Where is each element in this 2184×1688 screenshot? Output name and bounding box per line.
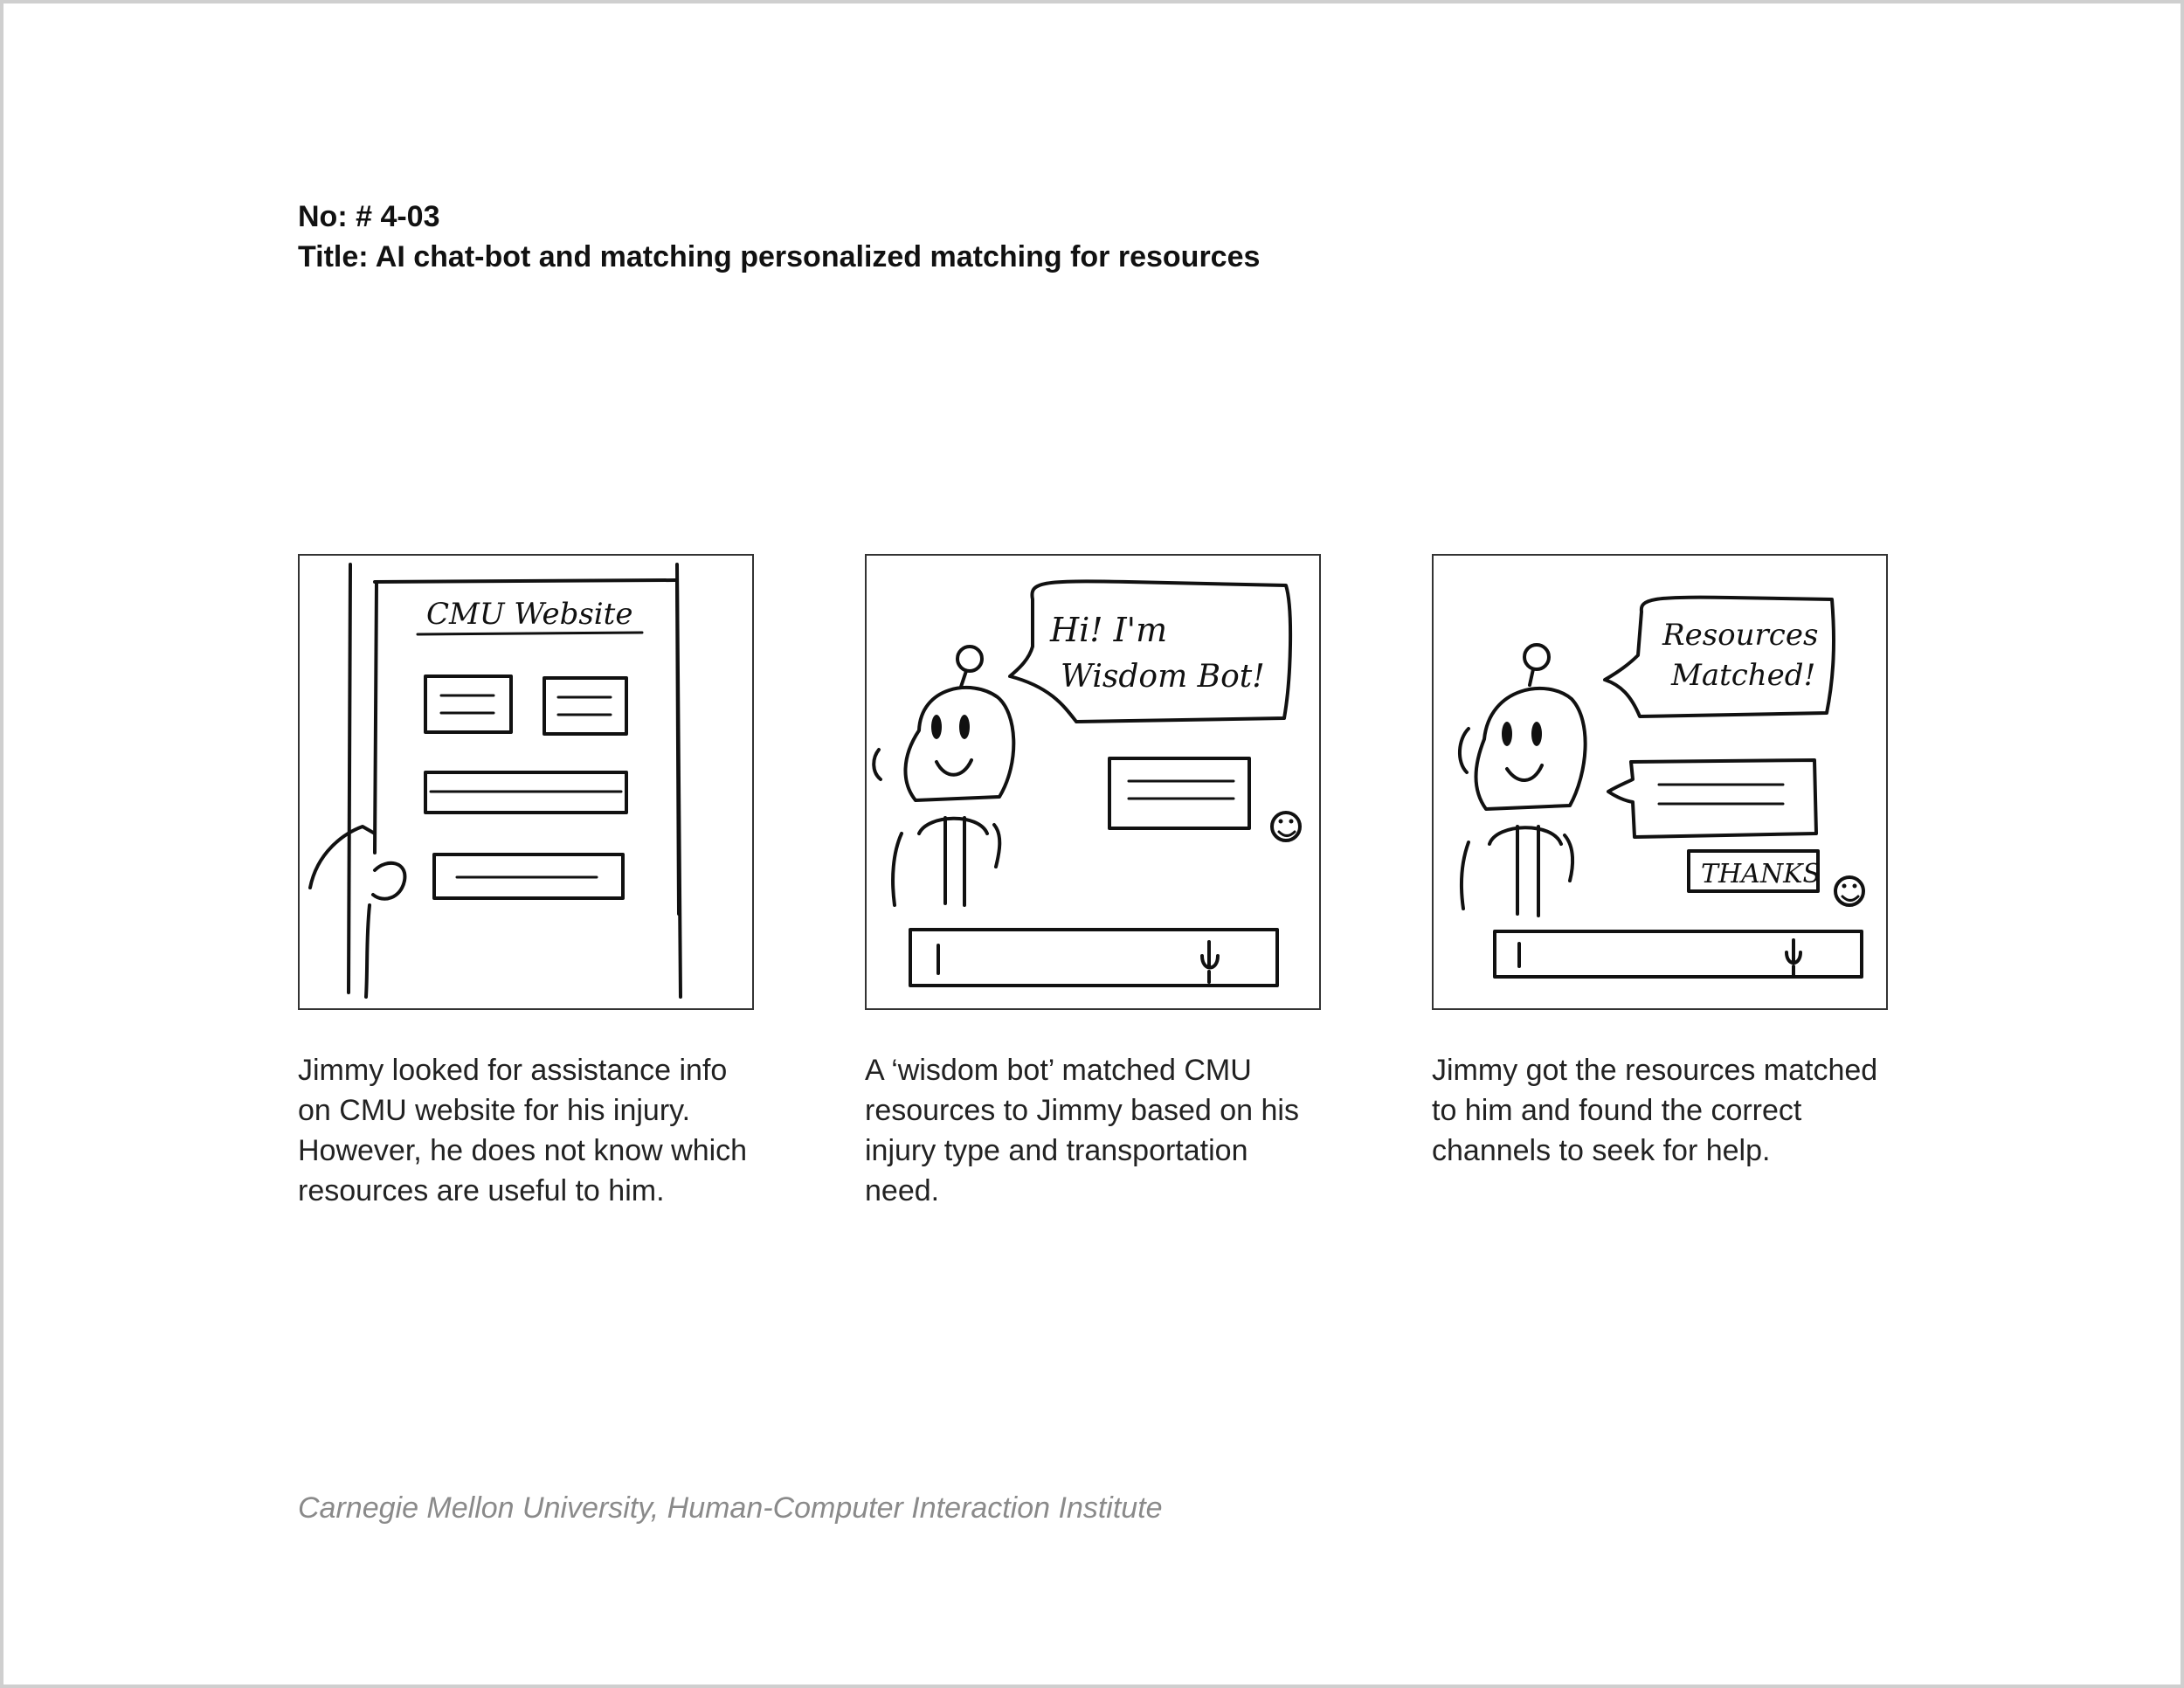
robot-smile bbox=[935, 758, 973, 777]
user-smiley bbox=[1834, 875, 1865, 907]
panel-3-caption: Jimmy got the resources matched to him a… bbox=[1432, 1054, 1878, 1167]
storyboard-number: No: # 4-03 bbox=[298, 200, 440, 233]
sketch-thanks-text: THANKS bbox=[1701, 859, 1821, 889]
content-box-left bbox=[424, 675, 513, 734]
robot-smile bbox=[1505, 764, 1544, 782]
speech-bubble bbox=[1603, 595, 1835, 718]
robot-eye-left bbox=[931, 715, 942, 739]
matched-resources-box bbox=[1607, 758, 1818, 839]
sketch-cmu-website: CMU Website bbox=[308, 563, 682, 999]
microphone-icon bbox=[1200, 940, 1220, 984]
robot-antenna bbox=[1523, 643, 1551, 671]
sketch-website-heading: CMU Website bbox=[426, 597, 632, 632]
sketch-bubble-line-1: Resources bbox=[1662, 618, 1818, 653]
chat-message-box bbox=[1108, 757, 1251, 830]
phone-right-edge bbox=[675, 563, 682, 999]
sketch-wisdom-bot-greeting: Hi! I'm Wisdom Bot! bbox=[872, 579, 1302, 987]
user-smiley bbox=[1270, 811, 1302, 842]
panel-2-caption: A ‘wisdom bot’ matched CMU resources to … bbox=[865, 1054, 1299, 1207]
sketch-resources-matched: Resources Matched! THANKS bbox=[1458, 595, 1865, 979]
sketch-greeting-line-1: Hi! I'm bbox=[1049, 611, 1167, 649]
thanks-reply-box bbox=[1687, 849, 1820, 893]
storyboard-panel-2: Hi! I'm Wisdom Bot! bbox=[865, 554, 1321, 1010]
storyboard-panel-1: CMU Website bbox=[298, 554, 754, 1010]
robot-eye-right bbox=[959, 715, 970, 739]
speech-bubble bbox=[1008, 579, 1293, 723]
sketch-greeting-line-2: Wisdom Bot! bbox=[1061, 659, 1265, 695]
storyboard-panel-3: Resources Matched! THANKS bbox=[1432, 554, 1888, 1010]
robot-head bbox=[903, 686, 1016, 802]
phone-inner-left-edge bbox=[373, 580, 378, 854]
content-bar-bottom bbox=[432, 853, 625, 900]
chat-input-bar bbox=[1493, 930, 1863, 979]
storyboard-title: Title: AI chat-bot and matching personal… bbox=[298, 240, 1261, 273]
footer-credit: Carnegie Mellon University, Human-Comput… bbox=[298, 1491, 1163, 1525]
robot-body bbox=[1488, 826, 1563, 846]
content-box-right bbox=[543, 676, 628, 736]
phone-left-edge bbox=[347, 563, 352, 994]
phone-top-edge bbox=[373, 578, 677, 584]
sketch-bubble-line-2: Matched! bbox=[1670, 658, 1815, 693]
robot-antenna bbox=[956, 645, 984, 673]
heading-underline bbox=[416, 631, 644, 636]
chat-input-bar bbox=[909, 928, 1279, 987]
hand-sketch bbox=[308, 825, 377, 889]
microphone-icon bbox=[1785, 938, 1802, 977]
robot-eye-left bbox=[1502, 722, 1512, 746]
robot-head bbox=[1474, 686, 1587, 811]
robot-eye-right bbox=[1531, 722, 1542, 746]
content-bar-middle bbox=[424, 771, 628, 814]
robot-body bbox=[917, 816, 989, 835]
storyboard-header: No: # 4-03 Title: AI chat-bot and matchi… bbox=[298, 197, 1260, 277]
panel-1-caption: Jimmy looked for assistance info on CMU … bbox=[298, 1054, 748, 1207]
